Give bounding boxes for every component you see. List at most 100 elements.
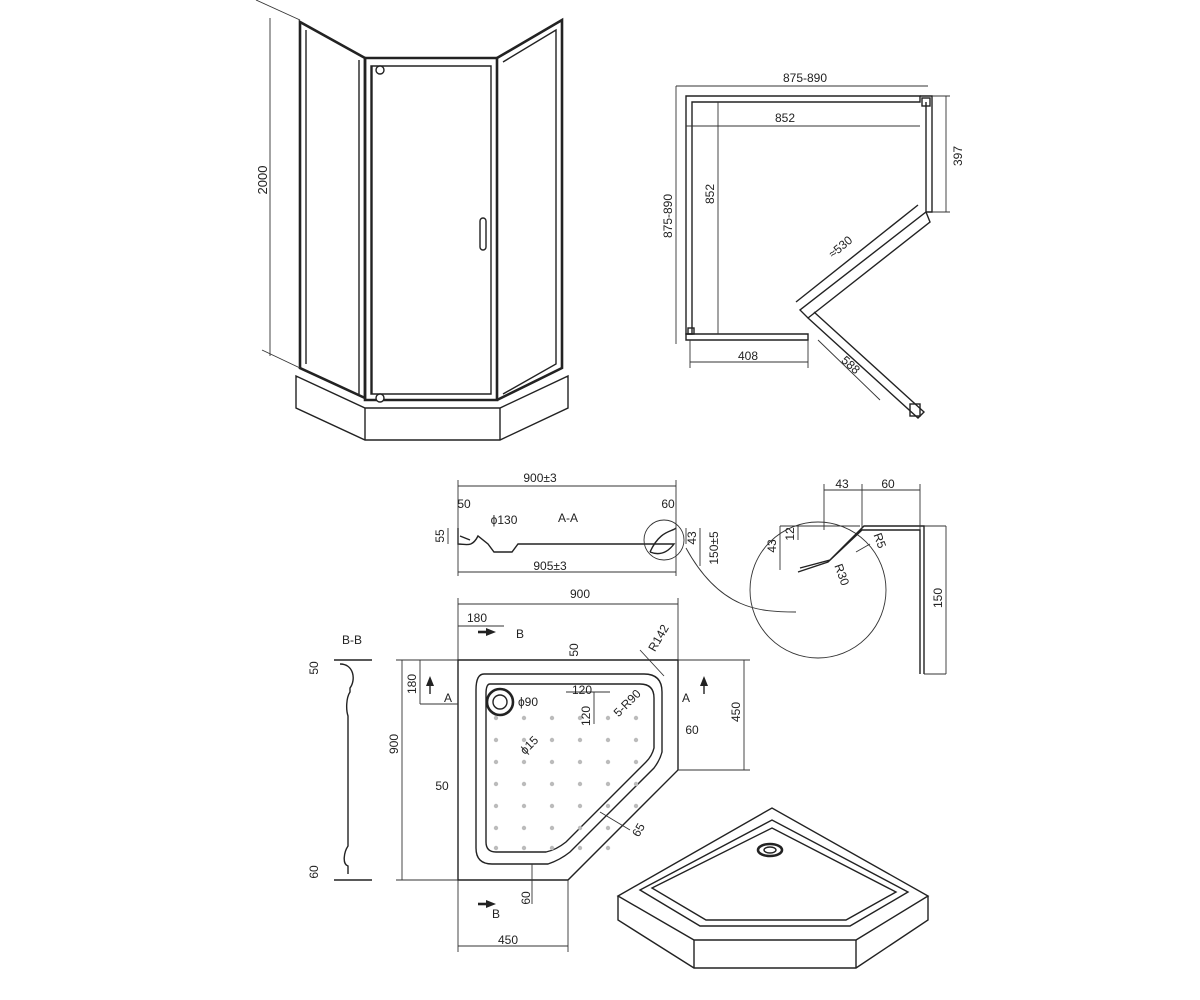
- tray-marker-b-bottom: B: [492, 907, 500, 921]
- aa-width-top: 900±3: [523, 471, 557, 485]
- detail-12: 12: [783, 527, 797, 541]
- tray-marker-b: B: [516, 627, 524, 641]
- tray-dot: [549, 845, 555, 851]
- tray-inner-rim: [475, 673, 663, 865]
- tray-dot: [605, 737, 611, 743]
- tray-dot: [605, 845, 611, 851]
- aa-label: A-A: [558, 511, 578, 525]
- detail-r5: R5: [871, 531, 890, 551]
- tray-dot: [493, 803, 499, 809]
- tray-offset-left: 180: [405, 674, 419, 694]
- aa-total-height: 150±5: [707, 531, 721, 565]
- tray-3d-sides: [617, 896, 929, 969]
- tray-dot: [521, 845, 527, 851]
- tray-dot: [549, 781, 555, 787]
- tray-dot: [493, 845, 499, 851]
- tray-3d-top: [616, 807, 930, 941]
- right-panel: [496, 17, 564, 402]
- hinge-bottom: [375, 393, 385, 403]
- plan-inner-depth: 852: [703, 184, 717, 204]
- section-aa: 900±3 50 60 55 ϕ130 A-A 43 150±5 905±3: [433, 471, 721, 576]
- tray-base: [295, 374, 569, 441]
- rim-detail: 43 60 12 43 R5 R30 150: [685, 477, 947, 675]
- tray-dot: [605, 781, 611, 787]
- aa-right-rim: 60: [661, 497, 675, 511]
- bb-bottom: 60: [307, 865, 321, 879]
- tray-dot: [577, 715, 583, 721]
- tray-dot: [605, 803, 611, 809]
- plan-door: [807, 311, 926, 419]
- tray-offset-top: 180: [467, 611, 487, 625]
- aa-left-height: 55: [433, 529, 447, 543]
- tray-outer-outline: [457, 659, 679, 881]
- tray-dot: [633, 781, 639, 787]
- tray-dot: [605, 715, 611, 721]
- tray-dot: [521, 825, 527, 831]
- tray-marker-a-right: A: [682, 691, 690, 705]
- tray-dot: [493, 781, 499, 787]
- detail-43a: 43: [835, 477, 849, 491]
- tray-dot: [633, 715, 639, 721]
- door-handle: [479, 217, 487, 251]
- tray-dot: [577, 781, 583, 787]
- height-label: 2000: [255, 166, 270, 195]
- plan-diagonal-panel: [798, 210, 931, 319]
- plan-side-right: 397: [951, 146, 965, 166]
- tray-drain: [485, 687, 515, 717]
- plan-side-bottom: 408: [738, 349, 758, 363]
- tray-3d-basin: [638, 819, 910, 927]
- tray-dot: [633, 737, 639, 743]
- tray-drain-label: ϕ90: [518, 695, 538, 709]
- tray-right-depth: 450: [729, 702, 743, 722]
- enclosure-plan-view: 875-890 852 875-890 852 397 408 ≈530 588: [661, 71, 965, 419]
- tray-rim-top: 50: [567, 643, 581, 657]
- tray-dot-label: ϕ15: [517, 733, 541, 757]
- tray-dot: [577, 825, 583, 831]
- tray-rim-bottom: 60: [519, 891, 533, 905]
- tray-rim-right: 60: [685, 723, 699, 737]
- tray-dot: [521, 759, 527, 765]
- detail-150: 150: [931, 588, 945, 608]
- detail-profile: [797, 525, 925, 674]
- tray-dot: [549, 737, 555, 743]
- tray-dot: [521, 781, 527, 787]
- aa-width-bottom: 905±3: [533, 559, 567, 573]
- tray-feet: 5-R90: [611, 686, 644, 719]
- tray-dot: [549, 715, 555, 721]
- tray-dot: [633, 759, 639, 765]
- plan-door-swing: 588: [839, 353, 863, 377]
- tray-dot: [549, 825, 555, 831]
- tray-dot: [577, 737, 583, 743]
- aa-left-rim: 50: [457, 497, 471, 511]
- section-bb: B-B 50 60: [307, 633, 372, 881]
- tray-plan-view: 900 180 B 900 180 A A 50 R142 ϕ90 120 12…: [387, 587, 750, 952]
- tray-dot: [549, 803, 555, 809]
- detail-43b: 43: [765, 539, 779, 553]
- bb-profile: [334, 659, 372, 881]
- tray-dot: [493, 825, 499, 831]
- door-frame: [363, 56, 499, 402]
- detail-60: 60: [881, 477, 895, 491]
- detail-callout-line: [685, 547, 797, 613]
- hinge-top: [375, 65, 385, 75]
- tray-spacing-x: 120: [572, 683, 592, 697]
- tray-dot: [493, 715, 499, 721]
- aa-drain: ϕ130: [491, 513, 518, 527]
- height-dimension: 2000: [255, 0, 301, 369]
- plan-inner-width: 852: [775, 111, 795, 125]
- tray-dots: [493, 715, 639, 851]
- detail-r30: R30: [831, 562, 852, 588]
- section-aa-profile: [457, 528, 676, 555]
- detail-circle: [749, 521, 887, 659]
- tray-corner-radius: R142: [645, 622, 672, 654]
- tray-dot: [633, 803, 639, 809]
- left-panel: [298, 19, 367, 401]
- bb-top: 50: [307, 661, 321, 675]
- tray-marker-a-left: A: [444, 691, 452, 705]
- tray-perspective-view: [616, 807, 930, 969]
- tray-dot: [521, 715, 527, 721]
- tray-dot: [577, 845, 583, 851]
- tray-bottom-width: 450: [498, 933, 518, 947]
- plan-wall-left: [685, 95, 921, 335]
